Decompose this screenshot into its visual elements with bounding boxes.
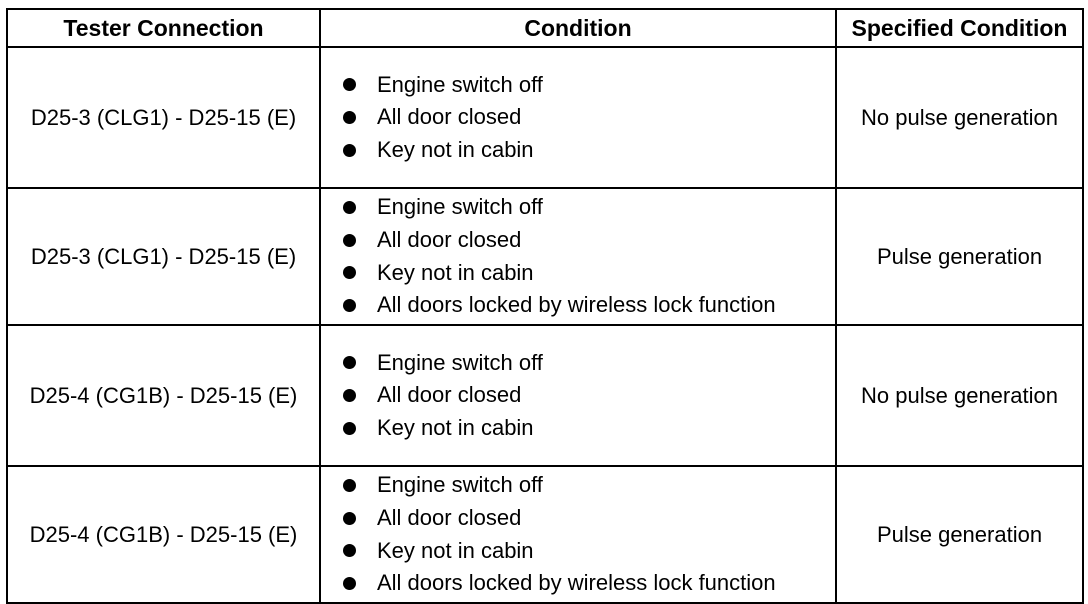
condition-text: All door closed <box>377 382 522 408</box>
condition-item: Engine switch off <box>343 469 835 502</box>
bullet-icon <box>343 111 356 124</box>
condition-text: All doors locked by wireless lock functi… <box>377 570 776 596</box>
table-row: D25-3 (CLG1) - D25-15 (E) Engine switch … <box>6 46 1084 189</box>
condition-item: Key not in cabin <box>343 257 835 290</box>
specified-condition-cell: Pulse generation <box>835 465 1084 604</box>
condition-list: Engine switch off All door closed Key no… <box>343 469 835 599</box>
header-tester-connection: Tester Connection <box>6 8 321 48</box>
condition-list: Engine switch off All door closed Key no… <box>343 69 835 167</box>
bullet-icon <box>343 266 356 280</box>
bullet-icon <box>343 143 356 157</box>
header-specified-condition: Specified Condition <box>835 8 1084 48</box>
condition-text: All door closed <box>377 226 522 252</box>
table-row: D25-4 (CG1B) - D25-15 (E) Engine switch … <box>6 324 1084 467</box>
header-condition: Condition <box>319 8 837 48</box>
condition-item: All door closed <box>343 502 835 535</box>
condition-text: Key not in cabin <box>377 136 534 162</box>
condition-item: All doors locked by wireless lock functi… <box>343 289 835 322</box>
condition-text: Key not in cabin <box>377 537 534 563</box>
condition-text: Key not in cabin <box>377 259 534 285</box>
condition-text: All doors locked by wireless lock functi… <box>377 292 776 318</box>
table-row: D25-3 (CLG1) - D25-15 (E) Engine switch … <box>6 187 1084 326</box>
table-row: D25-4 (CG1B) - D25-15 (E) Engine switch … <box>6 465 1084 604</box>
condition-cell: Engine switch off All door closed Key no… <box>319 46 837 189</box>
condition-item: All door closed <box>343 224 835 257</box>
condition-item: Key not in cabin <box>343 535 835 568</box>
specification-table: Tester Connection Condition Specified Co… <box>6 8 1084 604</box>
condition-item: Key not in cabin <box>343 134 835 167</box>
condition-item: Engine switch off <box>343 69 835 102</box>
tester-connection-cell: D25-4 (CG1B) - D25-15 (E) <box>6 465 321 604</box>
condition-text: Engine switch off <box>377 194 543 220</box>
condition-cell: Engine switch off All door closed Key no… <box>319 465 837 604</box>
condition-cell: Engine switch off All door closed Key no… <box>319 187 837 326</box>
specified-condition-cell: Pulse generation <box>835 187 1084 326</box>
bullet-icon <box>343 389 356 402</box>
bullet-icon <box>343 356 356 370</box>
table-header-row: Tester Connection Condition Specified Co… <box>6 8 1084 48</box>
condition-text: All door closed <box>377 104 522 130</box>
condition-text: Engine switch off <box>377 349 543 375</box>
tester-connection-cell: D25-4 (CG1B) - D25-15 (E) <box>6 324 321 467</box>
specified-condition-cell: No pulse generation <box>835 324 1084 467</box>
condition-item: All door closed <box>343 101 835 134</box>
condition-text: Engine switch off <box>377 472 543 498</box>
tester-connection-cell: D25-3 (CLG1) - D25-15 (E) <box>6 187 321 326</box>
condition-item: Engine switch off <box>343 191 835 224</box>
bullet-icon <box>343 511 356 525</box>
condition-cell: Engine switch off All door closed Key no… <box>319 324 837 467</box>
condition-item: Key not in cabin <box>343 412 835 445</box>
condition-text: Engine switch off <box>377 71 543 97</box>
bullet-icon <box>343 298 356 312</box>
condition-text: All door closed <box>377 504 522 530</box>
specified-condition-cell: No pulse generation <box>835 46 1084 189</box>
bullet-icon <box>343 201 356 215</box>
bullet-icon <box>343 78 356 92</box>
bullet-icon <box>343 544 356 558</box>
bullet-icon <box>343 576 356 590</box>
condition-list: Engine switch off All door closed Key no… <box>343 347 835 445</box>
condition-item: All door closed <box>343 379 835 412</box>
bullet-icon <box>343 421 356 435</box>
condition-list: Engine switch off All door closed Key no… <box>343 191 835 321</box>
condition-item: All doors locked by wireless lock functi… <box>343 567 835 600</box>
condition-item: Engine switch off <box>343 347 835 380</box>
tester-connection-cell: D25-3 (CLG1) - D25-15 (E) <box>6 46 321 189</box>
condition-text: Key not in cabin <box>377 414 534 440</box>
bullet-icon <box>343 233 356 247</box>
bullet-icon <box>343 479 356 493</box>
